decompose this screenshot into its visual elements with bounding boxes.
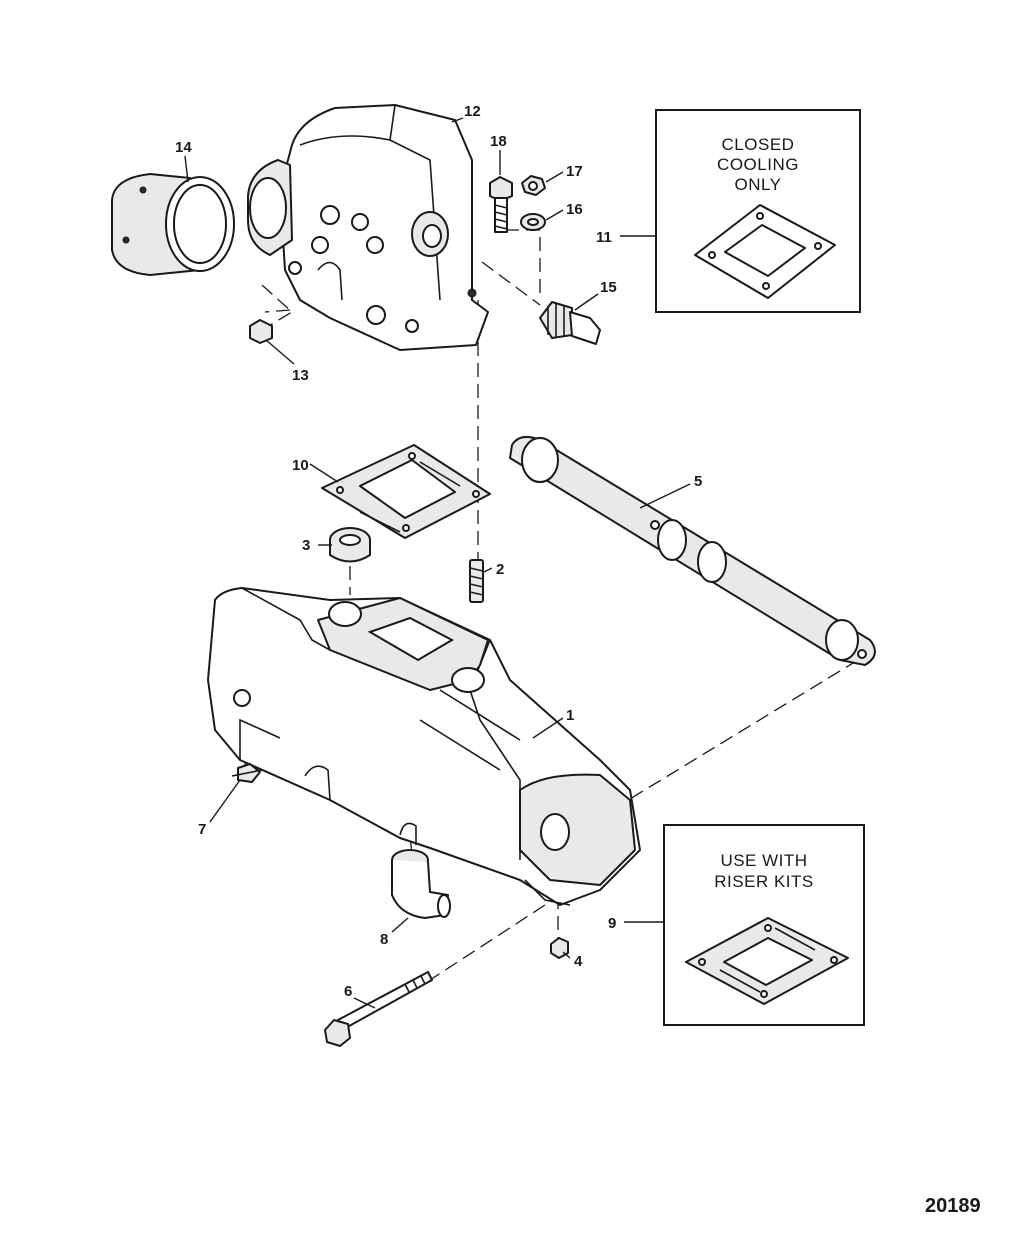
part-7-drain-valve: [231, 763, 263, 783]
part-14-exhaust-tube: [111, 173, 235, 276]
part-2-stud: [469, 559, 484, 603]
leader-lines: [184, 117, 691, 1009]
callout-17: 17: [566, 163, 583, 180]
callout-7: 7: [198, 821, 206, 838]
callouts: 1 2 3 4 5 6 7 8 9 10 11 12 13 14 15 16 1…: [175, 103, 702, 1000]
part-12-exhaust-elbow: [247, 104, 489, 351]
part-15-hose-fitting: [539, 301, 601, 345]
callout-10: 10: [292, 457, 309, 474]
inset-riser-kits-line-1: USE WITH: [720, 851, 807, 870]
inset-riser-kits-line-2: RISER KITS: [714, 872, 813, 891]
inset-closed-cooling-line-2: COOLING: [717, 155, 799, 174]
part-13-drain-plug: [249, 319, 273, 344]
inset-riser-kits: USE WITH RISER KITS: [663, 824, 865, 1026]
part-11-gasket: [694, 204, 836, 299]
callout-8: 8: [380, 931, 388, 948]
part-18-bolt: [489, 176, 513, 233]
callout-16: 16: [566, 201, 583, 218]
part-9-riser-gasket: [685, 917, 849, 1005]
inset-closed-cooling-line-3: ONLY: [734, 175, 781, 194]
part-5-manifold-gasket: [509, 435, 876, 666]
callout-5: 5: [694, 473, 702, 490]
part-8-elbow-fitting: [391, 849, 451, 919]
callout-18: 18: [490, 133, 507, 150]
figure-number: 20189: [925, 1195, 981, 1217]
callout-14: 14: [175, 139, 192, 156]
callout-6: 6: [344, 983, 352, 1000]
callout-15: 15: [600, 279, 617, 296]
part-1-exhaust-manifold: [207, 587, 641, 906]
part-16-washer: [520, 213, 546, 231]
callout-4: 4: [574, 953, 583, 970]
callout-9: 9: [608, 915, 616, 932]
part-6-long-bolt: [324, 971, 433, 1047]
part-3-pipe-plug: [329, 527, 371, 563]
callout-1: 1: [566, 707, 574, 724]
callout-13: 13: [292, 367, 309, 384]
callout-2: 2: [496, 561, 504, 578]
callout-12: 12: [464, 103, 481, 120]
callout-3: 3: [302, 537, 310, 554]
part-17-nut: [521, 175, 546, 196]
part-10-gasket: [321, 444, 491, 539]
callout-11: 11: [596, 229, 612, 246]
inset-closed-cooling: CLOSED COOLING ONLY: [655, 109, 861, 313]
inset-closed-cooling-line-1: CLOSED: [722, 135, 795, 154]
